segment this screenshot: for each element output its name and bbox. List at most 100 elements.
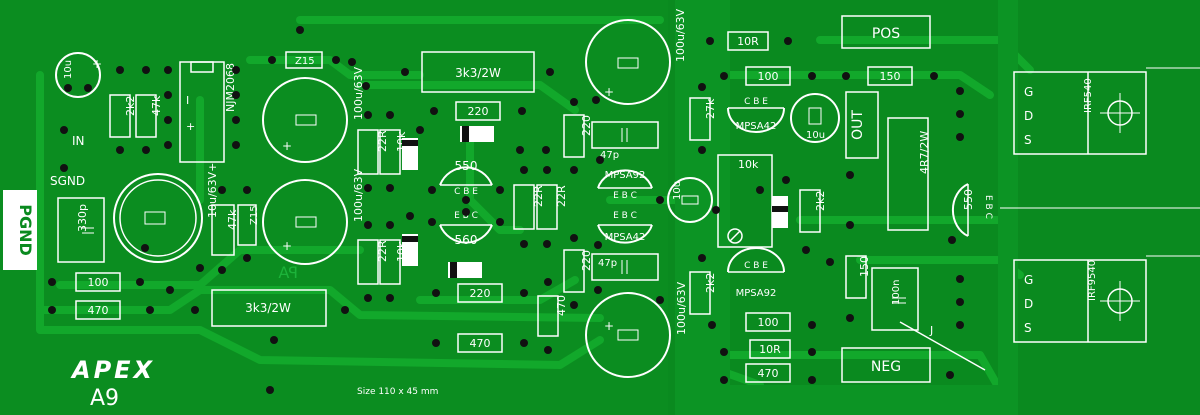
svg-text:22R: 22R [376, 130, 389, 152]
svg-text:C B E: C B E [744, 261, 768, 271]
svg-text:+: + [282, 139, 292, 153]
solder-pads [166, 26, 956, 394]
mosfet-irf540: G D S IRF540 [956, 71, 1147, 155]
svg-text:100n: 100n [891, 280, 902, 305]
transistor-550: 550 C B E [428, 159, 504, 204]
svg-text:550: 550 [962, 189, 975, 210]
svg-text:D: D [1024, 297, 1033, 311]
svg-text:220: 220 [468, 105, 489, 118]
resistor-470-bottom: 470 [432, 333, 528, 353]
svg-text:+: + [604, 85, 614, 99]
svg-text:4R7/2W: 4R7/2W [918, 131, 931, 174]
label-sgnd: SGND [50, 174, 85, 188]
diode-top-left [402, 138, 418, 170]
svg-text:IRF9540: IRF9540 [1087, 260, 1098, 301]
transistor-mpsa92-top: MPSA92 E B C [597, 169, 653, 201]
svg-text:150: 150 [880, 70, 901, 83]
resistor-22r-d: 22R [536, 166, 568, 248]
svg-text:10k: 10k [738, 158, 759, 171]
svg-text:MPSA42: MPSA42 [736, 121, 777, 132]
jumper-wire [899, 321, 986, 371]
svg-text:+: + [282, 239, 292, 253]
resistor-2k2-b: 2k2 [799, 189, 827, 233]
svg-text:470: 470 [758, 367, 779, 380]
svg-text:Z15: Z15 [249, 205, 260, 225]
svg-text:MPSA42: MPSA42 [605, 232, 646, 243]
cap-10u-63v-left: 10u/63V+ [113, 163, 219, 263]
svg-text:100u/63V: 100u/63V [352, 66, 365, 120]
neg-connector: NEG [841, 347, 931, 383]
resistor-220-c: 220 [563, 98, 593, 174]
svg-text:10u/63V+: 10u/63V+ [206, 163, 219, 218]
cap-100u-63v-mid-top: 100u/63V + [262, 66, 365, 163]
svg-text:+: + [186, 120, 195, 133]
cap-47p-top: 47p [591, 121, 659, 161]
board-size-label: Size 110 x 45 mm [357, 387, 438, 397]
svg-text:10u: 10u [63, 60, 74, 79]
svg-text:3k3/2W: 3k3/2W [245, 301, 291, 315]
svg-text:E B C: E B C [983, 195, 993, 219]
resistor-220-b: 220 [432, 283, 528, 303]
resistor-220-d: 220 [563, 234, 593, 309]
svg-text:C B E: C B E [744, 97, 768, 107]
transistor-mpsa92-bot: C B E MPSA92 [727, 247, 785, 299]
svg-text:2k2: 2k2 [124, 96, 137, 116]
svg-text:47k: 47k [150, 95, 163, 116]
svg-text:Z15: Z15 [295, 56, 315, 67]
svg-text:3k3/2W: 3k3/2W [455, 66, 501, 80]
resistor-220-a: 220 [430, 101, 526, 121]
svg-text:NEG: NEG [871, 359, 901, 375]
resistor-150-vertical: 150 [845, 255, 871, 299]
svg-text:MPSA92: MPSA92 [736, 288, 777, 299]
svg-text:+: + [92, 57, 102, 71]
diode-bottom-left [402, 234, 418, 266]
svg-text:10u: 10u [806, 130, 825, 141]
svg-text:POS: POS [872, 26, 900, 42]
resistor-470-left: 470 [48, 300, 154, 320]
cap-100u-63v-right-bot: 100u/63V + [585, 281, 688, 378]
resistor-470-right: 470 [745, 363, 791, 383]
svg-text:470: 470 [88, 304, 109, 317]
zener-z15-top: Z15 [268, 51, 340, 69]
resistor-100-top: 100 [720, 66, 816, 86]
svg-text:2k2: 2k2 [814, 191, 827, 211]
svg-text:+: + [604, 319, 614, 333]
svg-text:APEX: APEX [70, 356, 155, 384]
svg-text:D: D [1024, 109, 1033, 123]
cap-47p-bottom: 47p [591, 253, 659, 281]
svg-text:100u/63V: 100u/63V [352, 168, 365, 222]
mirror-text: PA [278, 263, 298, 282]
svg-text:100u/63V: 100u/63V [674, 8, 687, 62]
resistor-3k3-top: 3k3/2W [401, 51, 554, 93]
diode-mid-bottom [448, 262, 482, 278]
svg-text:S: S [1024, 321, 1032, 335]
svg-text:10R: 10R [759, 343, 781, 356]
jumper-label: J [929, 324, 933, 337]
transistor-mpsa42-mid: MPSA42 E B C [597, 211, 653, 244]
svg-text:220: 220 [470, 287, 491, 300]
resistor-100-left: 100 [48, 272, 144, 292]
resistor-27k: 27k [689, 97, 717, 141]
svg-text:G: G [1024, 85, 1033, 99]
out-connector: OUT [845, 91, 879, 159]
svg-text:100: 100 [758, 70, 779, 83]
cap-100u-63v-mid-bot: 100u/63V + [262, 168, 365, 265]
resistor-10k-a: 10k [379, 111, 408, 192]
copper-pours [675, 0, 1018, 415]
transistor-550-right: 550 E B C [951, 183, 993, 237]
svg-text:IRF540: IRF540 [1083, 78, 1094, 113]
svg-text:C B E: C B E [454, 187, 478, 197]
svg-text:560: 560 [455, 233, 478, 247]
svg-text:OUT: OUT [850, 110, 866, 140]
pos-connector: POS [841, 15, 931, 49]
cap-10u-in: 10u + [55, 52, 102, 98]
svg-text:10u: 10u [672, 181, 683, 200]
svg-text:100u/63V: 100u/63V [675, 281, 688, 335]
svg-text:PGND: PGND [16, 204, 35, 256]
svg-text:330p: 330p [76, 204, 89, 232]
svg-text:100: 100 [758, 316, 779, 329]
ic-njm2068: NJM2068 I + [164, 61, 240, 163]
svg-text:I: I [186, 94, 189, 107]
resistor-10r-bottom: 10R [749, 339, 791, 359]
